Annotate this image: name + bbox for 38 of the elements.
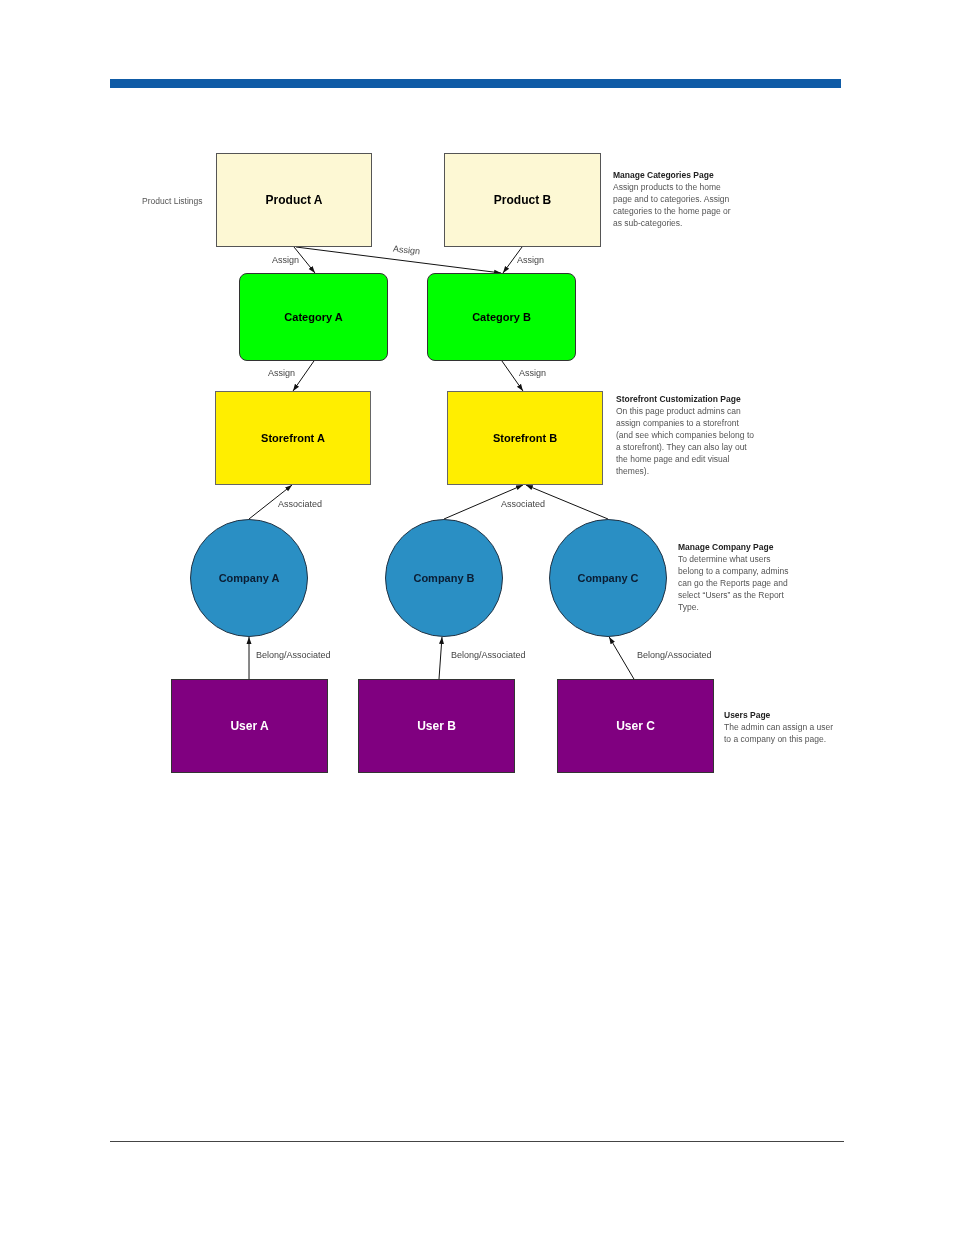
arrow	[501, 360, 524, 392]
note-text: To determine what users belong to a company, admins can go the Reports page and select “Users” as the Report Type.	[678, 553, 790, 613]
edge-label: Assign	[517, 256, 544, 265]
note-heading: Manage Company Page	[678, 541, 775, 553]
arrow	[293, 246, 316, 274]
arrow	[246, 636, 252, 680]
arrow	[248, 484, 293, 520]
category-box: Category A	[239, 273, 388, 361]
note-heading: Manage Categories Page	[613, 169, 715, 181]
edge-label: Belong/Associated	[451, 651, 526, 660]
arrow	[438, 636, 444, 680]
edge-label: Assign	[272, 256, 299, 265]
note-heading: Users Page	[724, 709, 772, 721]
arrow	[525, 484, 609, 520]
note-heading: Storefront Customization Page	[616, 393, 742, 405]
edge-label: Belong/Associated	[637, 651, 712, 660]
edge-label: Belong/Associated	[256, 651, 331, 660]
arrow	[608, 636, 635, 680]
storefront-box: Storefront B	[447, 391, 603, 485]
product-box: Product B	[444, 153, 601, 247]
edge-label: Associated	[278, 500, 323, 509]
note-text: The admin can assign a user to a company on this page.	[724, 721, 835, 745]
edge-label: Associated	[501, 500, 546, 509]
arrow	[443, 484, 524, 520]
user-box: User A	[171, 679, 328, 773]
edge-label: Assign	[519, 369, 546, 378]
edge-label: Assign	[392, 244, 421, 257]
category-box: Category B	[427, 273, 576, 361]
arrow	[502, 246, 523, 274]
edge-label: Assign	[268, 369, 295, 378]
note-text: On this page product admins can assign companies to a storefront (and see which companies belong to a storefront). They can also lay out the home page and edit visual themes).	[616, 405, 755, 477]
page-label: Product Listings	[142, 195, 204, 207]
user-box: User C	[557, 679, 714, 773]
arrow	[292, 360, 315, 392]
note-text: Assign products to the home page and to categories. Assign categories to the home page or as sub-categories.	[613, 181, 732, 229]
product-box: Product A	[216, 153, 372, 247]
user-box: User B	[358, 679, 515, 773]
storefront-box: Storefront A	[215, 391, 371, 485]
